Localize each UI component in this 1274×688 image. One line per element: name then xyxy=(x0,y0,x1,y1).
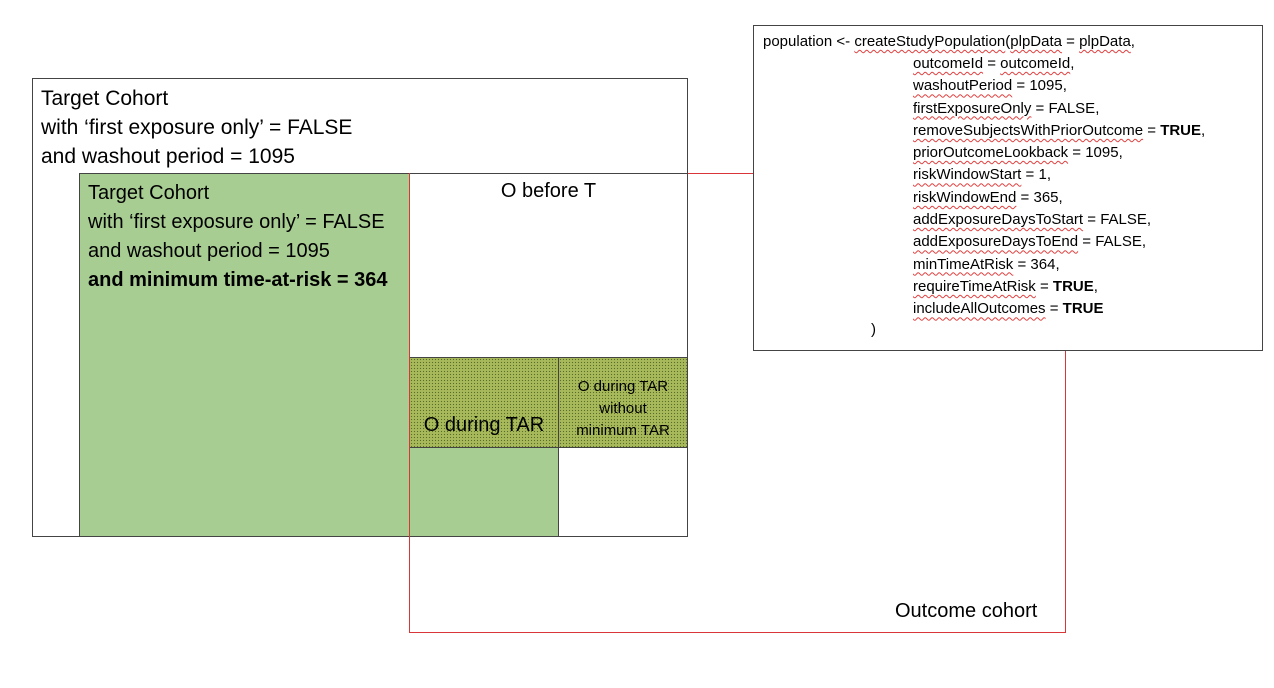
code-arg-value: TRUE xyxy=(1052,277,1094,295)
code-arg-eq: = xyxy=(1021,166,1039,184)
code-arg-name: includeAllOutcomes xyxy=(913,300,1046,318)
code-arg-value: 1095 xyxy=(1085,144,1119,162)
code-arg-value: outcomeId xyxy=(1000,55,1071,72)
code-first-arg-eq: = xyxy=(1061,33,1080,50)
code-arg-name: minTimeAtRisk xyxy=(913,255,1014,273)
code-arg-value: 1095 xyxy=(1029,77,1063,95)
o-before-t-region xyxy=(409,173,688,358)
code-arg-line: removeSubjectsWithPriorOutcome = TRUE, xyxy=(913,120,1205,142)
code-first-arg-value: plpData xyxy=(1079,33,1131,50)
code-arg-line: riskWindowStart = 1, xyxy=(913,164,1205,186)
code-arg-line: riskWindowEnd = 365, xyxy=(913,187,1205,209)
outer-label-line-1: Target Cohort xyxy=(41,87,169,110)
code-arg-tail: , xyxy=(1118,144,1123,162)
code-arg-value: FALSE xyxy=(1048,99,1096,117)
outer-target-cohort-label: Target Cohort with ‘first exposure only’… xyxy=(41,84,352,171)
empty-corner-region xyxy=(558,447,688,537)
code-arg-line: firstExposureOnly = FALSE, xyxy=(913,98,1205,120)
code-arg-line: includeAllOutcomes = TRUE xyxy=(913,298,1205,320)
code-arg-name: washoutPeriod xyxy=(913,77,1013,95)
code-arg-eq: = xyxy=(1035,277,1053,295)
outcome-cohort-connector-line xyxy=(688,173,754,174)
code-arg-name: removeSubjectsWithPriorOutcome xyxy=(913,121,1144,139)
o-during-tar-without-min-line-2: without xyxy=(599,400,647,417)
outer-label-line-2: with ‘first exposure only’ = FALSE xyxy=(41,116,353,139)
o-during-tar-region xyxy=(409,357,559,448)
code-arg-name: riskWindowStart xyxy=(913,166,1022,184)
code-arg-eq: = xyxy=(1013,255,1031,273)
code-arg-eq: = xyxy=(1083,211,1101,229)
inner-label-bold-line: and minimum time-at-risk = 364 xyxy=(88,269,388,291)
code-arg-name: requireTimeAtRisk xyxy=(913,277,1036,295)
code-argument-list: outcomeId = outcomeId,washoutPeriod = 10… xyxy=(913,53,1205,321)
o-during-tar-without-min-region xyxy=(558,357,688,448)
code-arg-line: addExposureDaysToStart = FALSE, xyxy=(913,209,1205,231)
code-arg-tail: , xyxy=(1055,255,1060,273)
o-during-tar-without-min-label: O during TAR without minimum TAR xyxy=(558,376,688,442)
code-arg-value: 365 xyxy=(1033,188,1059,206)
o-during-tar-without-min-line-3: minimum TAR xyxy=(576,422,670,439)
code-arg-tail: , xyxy=(1058,188,1063,206)
code-arg-tail: , xyxy=(1095,99,1100,117)
code-arg-name: addExposureDaysToEnd xyxy=(913,233,1079,251)
code-arg-eq: = xyxy=(1078,233,1096,251)
code-arg-eq: = xyxy=(1045,300,1063,318)
code-first-arg-tail: , xyxy=(1130,33,1135,50)
code-arg-eq: = xyxy=(1143,121,1161,139)
outcome-cohort-outline xyxy=(409,173,1066,633)
code-arg-line: washoutPeriod = 1095, xyxy=(913,75,1205,97)
code-arg-tail: , xyxy=(1146,211,1152,229)
code-arg-eq: = xyxy=(1068,144,1086,162)
code-arg-value: TRUE xyxy=(1062,300,1104,318)
code-arg-tail: , xyxy=(1201,121,1206,139)
code-call-prefix: population <- xyxy=(763,33,855,50)
code-close-paren: ) xyxy=(871,321,876,338)
outcome-cohort-label: Outcome cohort xyxy=(895,600,1038,622)
code-arg-value: 364 xyxy=(1030,255,1056,273)
inner-label-line-2: with ‘first exposure only’ = FALSE xyxy=(88,211,385,233)
code-arg-name: firstExposureOnly xyxy=(913,99,1032,117)
code-arg-name: priorOutcomeLookback xyxy=(913,144,1069,162)
code-arg-tail: , xyxy=(1070,55,1075,72)
code-arg-line: outcomeId = outcomeId, xyxy=(913,53,1205,75)
code-arg-value: FALSE xyxy=(1100,211,1147,229)
code-arg-name: addExposureDaysToStart xyxy=(913,211,1084,229)
code-arg-tail: , xyxy=(1141,233,1147,251)
inner-label-line-3: and washout period = 1095 xyxy=(88,240,330,262)
inner-label-line-1: Target Cohort xyxy=(88,182,210,204)
o-during-tar-label: O during TAR xyxy=(423,414,545,436)
code-arg-tail: , xyxy=(1046,166,1051,184)
inner-target-cohort-label: Target Cohort with ‘first exposure only’… xyxy=(88,179,388,295)
code-arg-value: 1 xyxy=(1038,166,1047,184)
code-box xyxy=(753,25,1263,351)
code-arg-eq: = xyxy=(1031,99,1049,117)
o-before-t-label: O before T xyxy=(500,180,597,202)
code-arg-value: TRUE xyxy=(1160,121,1202,139)
code-function-name: createStudyPopulation xyxy=(854,33,1006,50)
code-arg-line: priorOutcomeLookback = 1095, xyxy=(913,142,1205,164)
code-arg-value: FALSE xyxy=(1095,233,1142,251)
o-during-tar-without-min-line-1: O during TAR xyxy=(577,378,669,395)
code-arg-eq: = xyxy=(1016,188,1034,206)
code-arg-name: riskWindowEnd xyxy=(913,188,1017,206)
code-arg-name: outcomeId xyxy=(913,55,984,72)
code-arg-line: addExposureDaysToEnd = FALSE, xyxy=(913,231,1205,253)
code-arg-tail: , xyxy=(1093,277,1098,295)
code-arg-line: minTimeAtRisk = 364, xyxy=(913,254,1205,276)
outer-label-line-3: and washout period = 1095 xyxy=(41,145,295,168)
code-arg-tail: , xyxy=(1062,77,1067,95)
code-first-arg-name: plpData xyxy=(1010,33,1062,50)
code-first-line: population <- createStudyPopulation(plpD… xyxy=(763,33,1135,50)
code-arg-line: requireTimeAtRisk = TRUE, xyxy=(913,276,1205,298)
code-arg-eq: = xyxy=(1012,77,1030,95)
code-arg-eq: = xyxy=(983,55,1001,72)
